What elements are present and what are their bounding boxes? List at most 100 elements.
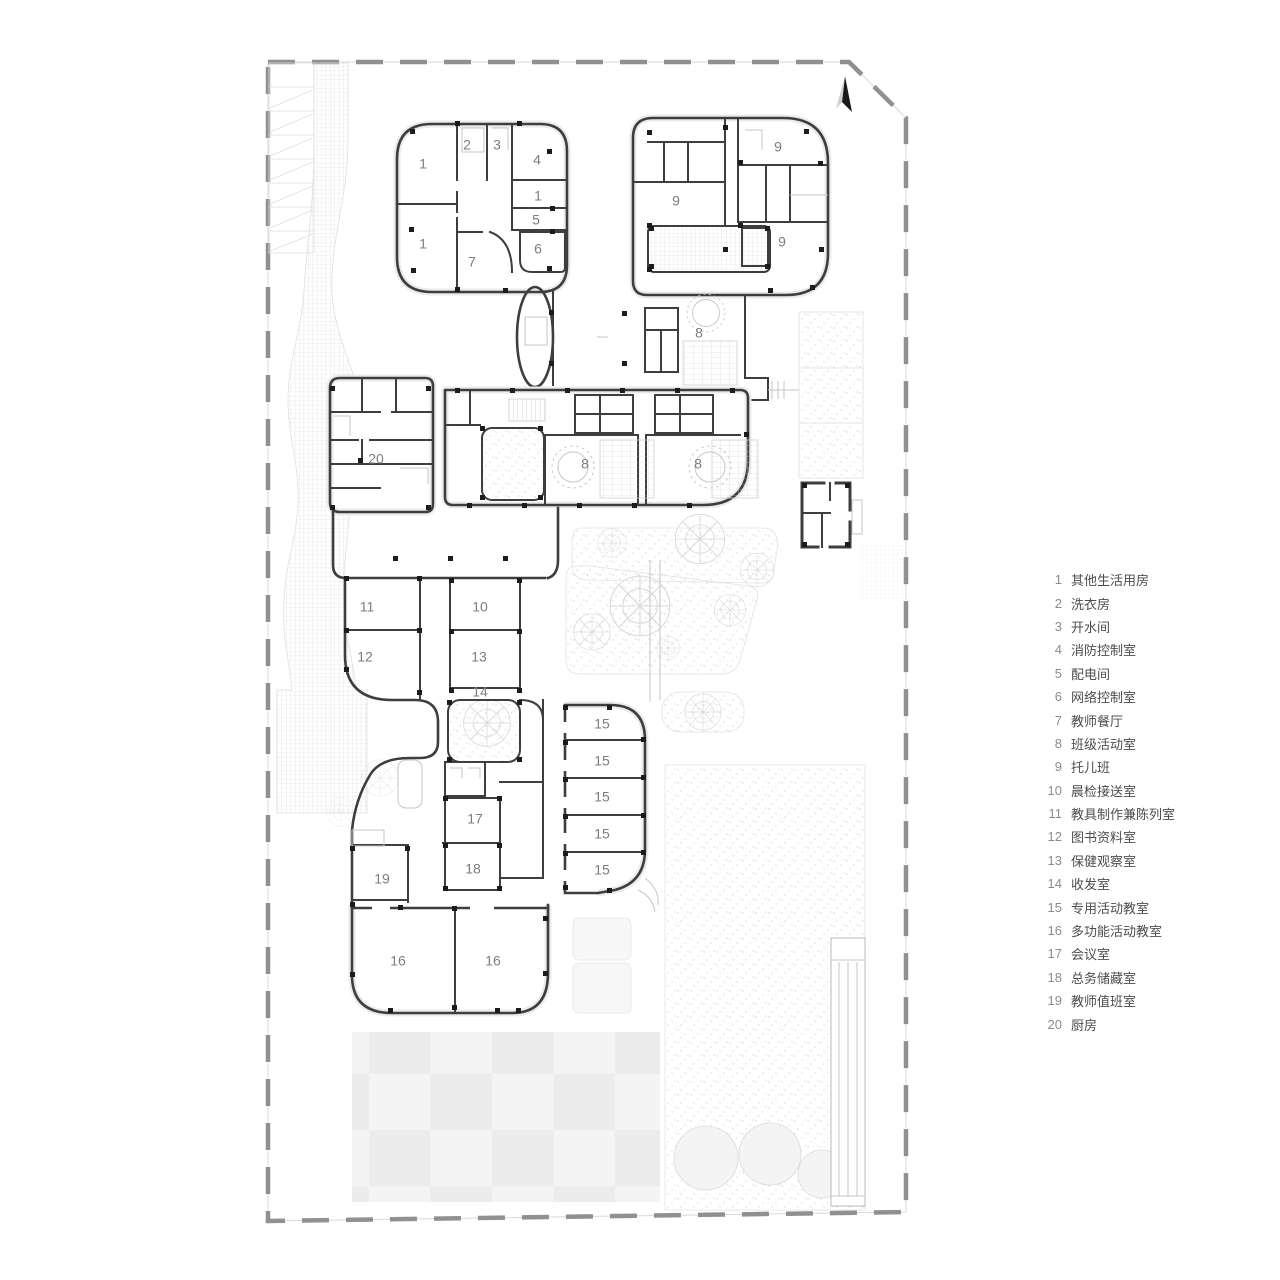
room-label: 15 (594, 862, 610, 878)
legend-label: 晨检接送室 (1071, 783, 1137, 799)
room-label: 17 (467, 811, 483, 827)
legend-label: 教师餐厅 (1071, 713, 1124, 729)
room-label: 9 (778, 234, 786, 250)
legend-label: 网络控制室 (1071, 690, 1137, 706)
legend-item: 3 开水间 (1044, 615, 1175, 638)
legend-label: 厨房 (1071, 1017, 1098, 1033)
building-nursery-block (629, 114, 832, 299)
checkerboard-plaza (352, 1032, 660, 1202)
legend-label: 洗衣房 (1071, 596, 1111, 612)
bench (397, 759, 423, 809)
building-service-block (393, 120, 571, 296)
class-activity-block (441, 386, 759, 509)
sports-court (798, 311, 906, 600)
legend-item: 18 总务储藏室 (1044, 966, 1175, 989)
entry-porch (744, 377, 769, 401)
legend-label: 多功能活动教室 (1071, 924, 1163, 940)
room-label: 8 (581, 456, 589, 472)
room-label: 16 (485, 953, 501, 969)
legend-label: 班级活动室 (1071, 736, 1137, 752)
legend-item: 4 消防控制室 (1044, 638, 1175, 661)
legend-number: 10 (1047, 782, 1062, 798)
legend-label: 消防控制室 (1071, 643, 1137, 659)
room-label: 15 (594, 716, 610, 732)
kitchen-block (326, 374, 437, 516)
room-label: 14 (472, 684, 488, 700)
legend-number: 12 (1047, 829, 1062, 845)
room-label: 10 (472, 599, 488, 615)
legend-number: 19 (1047, 993, 1062, 1009)
legend-number: 13 (1047, 852, 1062, 868)
legend-number: 3 (1054, 618, 1062, 634)
room-label: 1 (419, 236, 427, 252)
legend-label: 教具制作兼陈列室 (1071, 807, 1176, 823)
legend-item: 5 配电间 (1044, 662, 1175, 685)
nursery-courtyard (647, 225, 771, 273)
room-label: 15 (594, 789, 610, 805)
legend-number: 6 (1054, 689, 1062, 705)
legend-label: 会议室 (1071, 947, 1111, 963)
room-label: 15 (594, 753, 610, 769)
room-label: 1 (534, 188, 542, 204)
room-label: 4 (533, 152, 541, 168)
legend-label: 开水间 (1071, 619, 1111, 635)
room-number-labels: 1 2 3 4 1 5 6 1 7 9 9 9 8 20 8 8 11 12 1… (357, 137, 786, 969)
legend-number: 1 (1054, 572, 1062, 588)
garden-beds (565, 527, 778, 733)
parking-bays (268, 62, 315, 254)
legend-item: 10 晨检接送室 (1044, 779, 1175, 802)
legend-item: 12 图书资料室 (1044, 825, 1175, 848)
room-label: 9 (672, 193, 680, 209)
room-label: 20 (368, 451, 384, 467)
legend-number: 7 (1054, 712, 1062, 728)
legend-item: 11 教具制作兼陈列室 (1044, 802, 1176, 825)
legend-number: 16 (1047, 923, 1062, 939)
legend-number: 4 (1054, 642, 1062, 658)
stair (508, 398, 546, 422)
room-label: 18 (465, 861, 481, 877)
legend-number: 9 (1054, 759, 1062, 775)
inner-courtyard (481, 427, 545, 501)
round-seating (686, 293, 726, 333)
legend-label: 专用活动教室 (1071, 900, 1150, 916)
legend-item: 16 多功能活动教室 (1044, 919, 1175, 942)
legend-label: 总务储藏室 (1071, 970, 1137, 986)
room-label: 11 (360, 599, 375, 615)
room-label: 2 (463, 137, 471, 153)
legend-number: 2 (1054, 595, 1062, 611)
legend-item: 7 教师餐厅 (1044, 708, 1175, 731)
room-label: 8 (694, 456, 702, 472)
legend-number: 20 (1047, 1016, 1062, 1032)
legend-number: 18 (1047, 969, 1062, 985)
room-label: 9 (774, 139, 782, 155)
legend-number: 5 (1054, 665, 1062, 681)
nap-beds (682, 340, 738, 386)
room-label: 19 (374, 871, 390, 887)
legend-item: 14 收发室 (1044, 872, 1175, 895)
room-label: 15 (594, 826, 610, 842)
legend-number: 14 (1047, 876, 1062, 892)
room-label: 16 (390, 953, 406, 969)
entrance-hall (515, 285, 799, 401)
legend-label: 配电间 (1071, 666, 1111, 682)
legend-number: 11 (1048, 806, 1063, 822)
room-label: 5 (532, 212, 540, 228)
legend-item: 20 厨房 (1044, 1012, 1175, 1035)
legend-label: 收发室 (1071, 877, 1111, 893)
legend-label: 图书资料室 (1071, 830, 1137, 846)
open-hall (331, 506, 661, 702)
lower-courtyard (447, 699, 521, 763)
nap-beds (711, 439, 759, 499)
gatehouse (800, 481, 863, 549)
lower-block (343, 576, 659, 1017)
oval-lobby (515, 285, 555, 389)
running-track (830, 937, 866, 1207)
